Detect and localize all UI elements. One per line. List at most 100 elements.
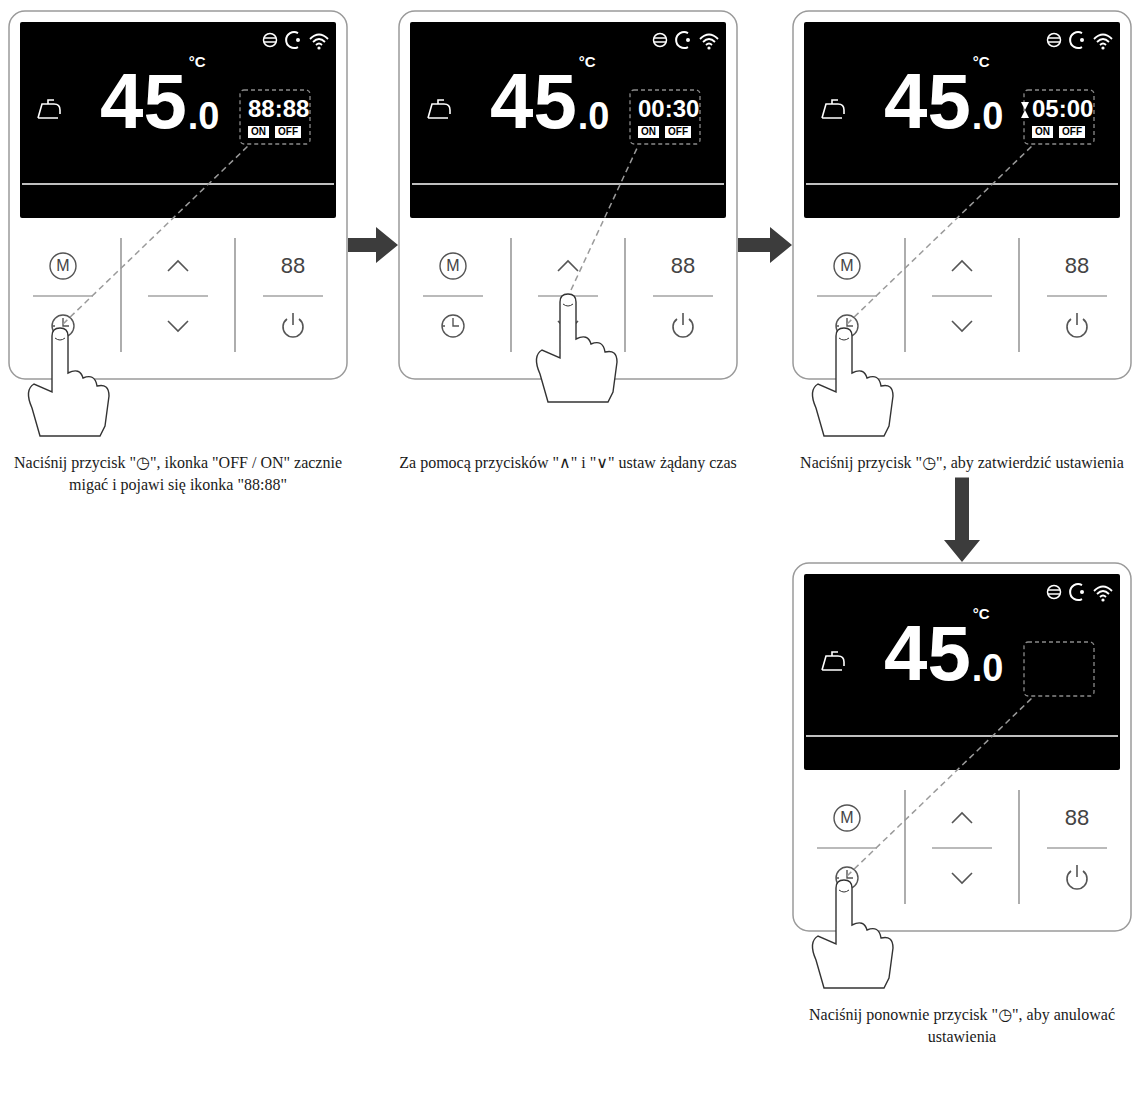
power-button: [1076, 313, 1078, 325]
on-tag: ON: [1032, 126, 1053, 138]
status-icon: [264, 34, 277, 47]
up-button: [952, 813, 972, 823]
power-button: [292, 313, 294, 325]
status-icon: [1048, 34, 1061, 47]
temperature-digits: 45: [884, 614, 971, 692]
unit-label: °C: [973, 54, 990, 69]
status-icon: [1048, 41, 1060, 43]
wifi-icon: [1101, 46, 1104, 49]
wifi-icon: [1101, 598, 1104, 601]
down-button: [952, 873, 972, 883]
status-icon: [1048, 586, 1061, 599]
timer-button: [442, 315, 464, 337]
mode-button-label: M: [832, 810, 862, 826]
button-divider: [817, 295, 877, 296]
off-tag: OFF: [275, 126, 301, 138]
step-arrow: [738, 227, 792, 263]
panel-housing: [9, 11, 347, 379]
pointing-hand: [812, 880, 893, 988]
power-button: [682, 313, 684, 325]
up-button: [168, 261, 188, 271]
up-button: [952, 261, 972, 271]
menu-button-label: 88: [663, 255, 703, 277]
unit-label: °C: [579, 54, 596, 69]
pointing-hand: [812, 328, 893, 436]
mode-icon: [822, 652, 844, 670]
wifi-icon: [310, 35, 328, 46]
status-icon: [654, 41, 666, 43]
temperature-decimal: .0: [972, 97, 1004, 135]
button-divider: [1047, 847, 1107, 848]
mode-button-label: M: [438, 258, 468, 274]
button-divider: [817, 847, 877, 848]
unit-label: °C: [189, 54, 206, 69]
step-caption: Za pomocą przycisków "∧" i "∨" ustaw żąd…: [398, 452, 738, 474]
timer-button: [836, 870, 853, 878]
step-arrow: [348, 227, 398, 263]
display-screen: [410, 22, 726, 218]
off-tag: OFF: [665, 126, 691, 138]
pointing-hand: [839, 338, 849, 340]
wifi-icon: [1094, 35, 1112, 46]
mode-icon: [428, 100, 450, 118]
button-divider: [33, 295, 93, 296]
highlight-box: [1024, 642, 1094, 696]
mode-icon: [38, 100, 60, 118]
display-rule: [22, 183, 334, 185]
temperature-decimal: .0: [188, 97, 220, 135]
button-divider: [120, 238, 121, 352]
status-icon: [1080, 38, 1084, 42]
button-divider: [263, 295, 323, 296]
wifi-icon: [707, 46, 710, 49]
status-icon: [1048, 37, 1060, 39]
hourglass-icon: [1021, 102, 1029, 118]
up-button: [558, 261, 578, 271]
panel-housing: [793, 11, 1131, 379]
display-screen: [804, 574, 1120, 770]
timer-button: [442, 318, 459, 326]
status-icon: [296, 38, 300, 42]
wifi-icon: [317, 46, 320, 49]
button-divider: [234, 238, 235, 352]
button-divider: [1018, 238, 1019, 352]
status-icon: [654, 37, 666, 39]
mode-icon: [822, 100, 844, 118]
timer-display: 88:88: [248, 97, 309, 121]
display-rule: [806, 183, 1118, 185]
status-icon: [1048, 589, 1060, 591]
step-caption: Naciśnij przycisk "◷", ikonka "OFF / ON"…: [8, 452, 348, 495]
display-rule: [806, 735, 1118, 737]
pointing-hand: [28, 328, 109, 436]
controller-step: 45.0°C88:88ONOFFM88Naciśnij przycisk "◷"…: [8, 10, 348, 499]
mode-button-label: M: [832, 258, 862, 274]
status-icon: [264, 37, 276, 39]
timer-display: 00:30: [638, 97, 699, 121]
button-divider: [423, 295, 483, 296]
menu-button-label: 88: [273, 255, 313, 277]
step-arrow: [944, 478, 980, 562]
step-caption: Naciśnij przycisk "◷", aby zatwierdzić u…: [792, 452, 1132, 474]
step-caption: Naciśnij ponownie przycisk "◷", aby anul…: [792, 1004, 1132, 1047]
pointing-hand: [563, 304, 573, 306]
button-divider: [653, 295, 713, 296]
leader-line: [847, 146, 1032, 324]
button-divider: [932, 847, 992, 848]
button-divider: [1018, 790, 1019, 904]
on-tag: ON: [638, 126, 659, 138]
display-rule: [412, 183, 724, 185]
temperature-decimal: .0: [972, 649, 1004, 687]
leader-line: [571, 146, 638, 290]
highlight-box: [240, 90, 310, 144]
button-divider: [932, 295, 992, 296]
panel-housing: [793, 563, 1131, 931]
pointing-hand: [839, 890, 849, 892]
status-icon: [1048, 593, 1060, 595]
temperature-digits: 45: [100, 62, 187, 140]
menu-button-label: 88: [1057, 255, 1097, 277]
highlight-box: [630, 90, 700, 144]
button-divider: [1047, 295, 1107, 296]
mode-button-label: M: [48, 258, 78, 274]
status-icon: [1080, 590, 1084, 594]
leader-line: [63, 146, 248, 324]
button-divider: [148, 295, 208, 296]
